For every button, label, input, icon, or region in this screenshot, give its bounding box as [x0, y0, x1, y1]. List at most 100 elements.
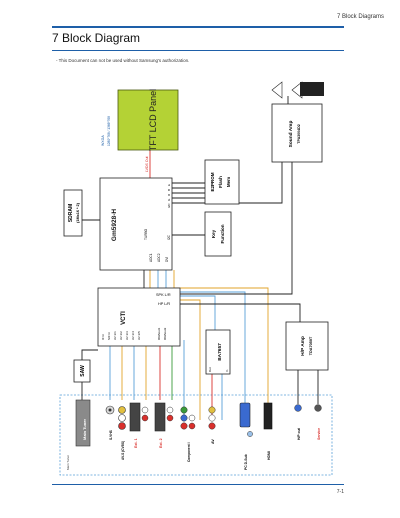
- vcti-if-label: IF In: [101, 334, 105, 340]
- wire-adc2: [157, 270, 216, 330]
- copyright-note: - This Document can not be used without …: [56, 58, 190, 63]
- scaler-in-adc2: ADC2: [157, 253, 161, 262]
- lvds-label: LVDS Out: [145, 156, 149, 172]
- wire-i2c: [172, 182, 205, 199]
- speaker-grille: [300, 82, 324, 96]
- sdram-spec: (1Mx16 * 2): [76, 202, 80, 223]
- ext1-scart-icon: [129, 402, 141, 432]
- vcti-block: [97, 287, 181, 347]
- scaler-in-i2c: I2C: [167, 234, 171, 240]
- pc-audio-icon: [247, 431, 253, 437]
- ba7657-out-label: Out: [208, 367, 212, 372]
- function-label: Function: [220, 224, 225, 243]
- av-s-jack-icon: [118, 406, 126, 414]
- ba7657-label: BA7657: [217, 343, 223, 361]
- ext2-label: Ext. 2: [159, 438, 163, 448]
- key-label: Key: [211, 229, 216, 238]
- vcti-hp-label: HP L/R: [158, 302, 170, 306]
- scaler-block: [99, 177, 173, 271]
- wire-pc: [165, 270, 246, 420]
- tft-lcd-panel: [117, 89, 179, 151]
- sdram-block: [63, 189, 83, 237]
- svhs-label: S-VHS: [109, 430, 113, 440]
- scaler-pin-b: B: [167, 189, 171, 191]
- panel-label: TFT LCD Panel: [148, 89, 158, 151]
- panel-res-b: 1280*768 / 1366*768: [107, 116, 111, 146]
- title-divider: [52, 50, 344, 51]
- vcti-av1-label: AV In1: [113, 331, 117, 340]
- scaler-in-dvi: DVI: [165, 257, 169, 262]
- page-number: 7-1: [336, 489, 344, 495]
- av-s-audio-r-icon: [118, 422, 126, 430]
- wire-spk: [180, 162, 293, 295]
- hdmi-port-icon: [263, 402, 273, 430]
- main-tuner-caption: Main Tuner: [66, 455, 70, 470]
- key-function-block: [204, 211, 232, 257]
- wire-hp: [180, 303, 301, 322]
- panel-res-a: WXGA: [101, 135, 105, 146]
- ext2-audio-r-icon: [166, 414, 174, 422]
- speaker-icon: [271, 81, 303, 99]
- component-y-icon: [180, 406, 188, 414]
- scaler-in-adc1: ADC1: [149, 253, 153, 262]
- svhs-jack-center: [108, 408, 112, 412]
- scaler-label: Gm5928-H: [111, 209, 118, 241]
- pc-dsub-label: PC D-Sub: [244, 454, 248, 470]
- hdmi-label: HDMI: [267, 451, 271, 460]
- vcti-rgb2-label: RGBout2: [163, 327, 167, 340]
- header-divider: [52, 26, 344, 28]
- hp-out-label: H/P out: [297, 427, 301, 440]
- scaler-pin-r: R: [167, 193, 171, 196]
- component-label: Component I: [187, 442, 191, 462]
- av-s-label: AV-S (CVBS): [121, 441, 125, 460]
- ba7657-in-label: In: [225, 369, 229, 372]
- vcti-av3-label: AV In3: [125, 331, 129, 340]
- saw-label: SAW: [80, 365, 86, 377]
- main-tuner-label: Main Tuner: [82, 419, 87, 440]
- ba7657-block: [205, 329, 231, 375]
- scaler-pin-i2c: I2C: [167, 202, 171, 208]
- sound-amp-chip: TPA3004D2: [297, 124, 301, 144]
- saw-filter-block: [73, 359, 91, 383]
- wire-dvi: [173, 270, 269, 420]
- vcti-label: VCTI: [121, 311, 127, 325]
- ext1-label: Ext. 1: [134, 438, 138, 448]
- scaler-pin-g: G: [167, 198, 171, 201]
- component-audio-l-icon: [188, 414, 196, 422]
- wire-saw-vcti: [81, 349, 98, 360]
- section-header: 7 Block Diagrams: [336, 14, 384, 20]
- av-audio-l-icon: [208, 414, 216, 422]
- main-tuner-icon: [75, 399, 91, 447]
- sdram-label: SDRAM: [68, 204, 74, 222]
- e2prom-label: E2PROM: [210, 172, 215, 191]
- component-pr-icon: [180, 422, 188, 430]
- av-audio-r-icon: [208, 422, 216, 430]
- vcti-rgb1-label: RGBout1: [157, 327, 161, 340]
- connector-panel: [59, 394, 333, 476]
- vcti-av4-label: AV In4: [131, 331, 135, 340]
- hp-amp-block: [285, 321, 329, 371]
- scaler-in-turbo: TURBO: [144, 228, 148, 240]
- component-pb-icon: [180, 414, 188, 422]
- flash-label: Flash: [218, 176, 223, 188]
- service-label: Service: [317, 428, 321, 440]
- pc-dsub-icon: [239, 402, 251, 428]
- ext2-audio-l-icon: [166, 406, 174, 414]
- service-jack-icon: [314, 404, 322, 412]
- av-s-audio-l-icon: [118, 414, 126, 422]
- hp-amp-label: H/P Amp: [300, 336, 306, 356]
- hp-amp-chip: TDA7050T: [309, 336, 313, 355]
- ext2-scart-icon: [154, 402, 166, 432]
- component-audio-r-icon: [188, 422, 196, 430]
- av-video-icon: [208, 406, 216, 414]
- footer-divider: [52, 484, 344, 485]
- mem-label: Mem: [226, 177, 231, 187]
- vcti-sif-label: SIF In: [107, 332, 111, 340]
- sound-amp-label: Sound Amp: [288, 121, 294, 148]
- vcti-av5-label: AV In5: [137, 331, 141, 340]
- vcti-spk-label: SPK L/R: [156, 293, 171, 297]
- ext1-audio-l-icon: [141, 406, 149, 414]
- e2prom-block: [204, 159, 240, 205]
- hp-out-jack-icon: [294, 404, 302, 412]
